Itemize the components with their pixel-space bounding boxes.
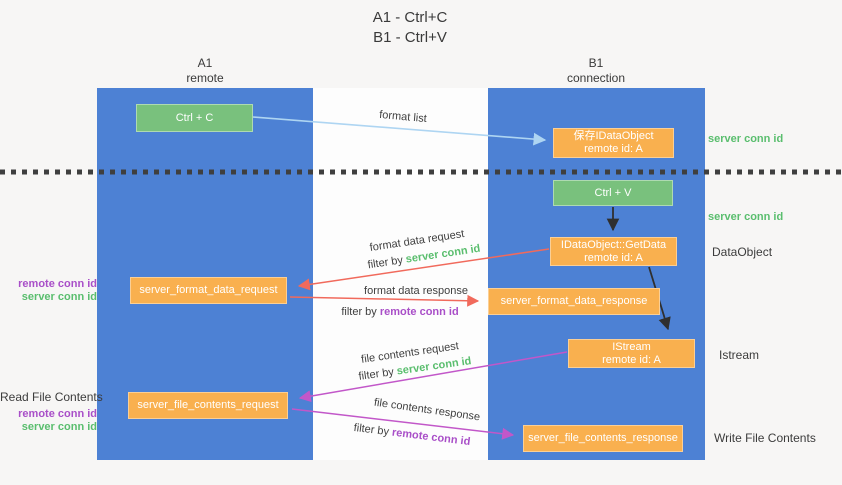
- column-header-a1: A1 remote: [145, 56, 265, 86]
- server-conn-id-note-2: server conn id: [708, 211, 784, 223]
- file-contents-request-arrow: [298, 351, 568, 403]
- istream-line2: remote id: A: [602, 353, 661, 366]
- server-format-data-request-label: server_format_data_request: [139, 284, 278, 296]
- dataobject-note: DataObject: [712, 245, 773, 259]
- server-conn-id-note-left-1: server conn id: [21, 290, 97, 303]
- diagram-title: A1 - Ctrl+C B1 - Ctrl+V: [300, 8, 520, 48]
- filter-by-remote-conn-id-label-1: filter by remote conn id: [341, 306, 458, 318]
- server-format-data-response-box: server_format_data_response: [488, 288, 660, 315]
- save-dataobject-box: 保存IDataObject remote id: A: [553, 128, 674, 158]
- getdata-line2: remote id: A: [584, 251, 643, 264]
- file-contents-response-arrow: [291, 408, 515, 440]
- b1-subtitle: connection: [566, 71, 626, 85]
- ctrl-c-label: Ctrl + C: [175, 111, 214, 124]
- server-format-data-request-box: server_format_data_request: [130, 277, 287, 304]
- remote-conn-id-note-2: remote conn id: [18, 408, 97, 420]
- remote-conn-id-keyword: remote conn id: [379, 306, 459, 318]
- a1-name: A1: [197, 56, 213, 70]
- getdata-line1: IDataObject::GetData: [560, 238, 667, 251]
- format-data-request-arrow: [297, 248, 550, 291]
- write-file-contents-note: Write File Contents: [714, 431, 816, 445]
- remote-conn-id-note-1: remote conn id: [18, 278, 97, 290]
- conn-id-notes-left-2: remote conn id server conn id: [0, 408, 97, 433]
- middle-band: [313, 88, 488, 460]
- istream-line1: IStream: [612, 340, 651, 353]
- format-data-response-arrow: [289, 294, 480, 307]
- format-data-response-label: format data response: [364, 285, 468, 297]
- istream-note: Istream: [719, 348, 760, 362]
- ctrl-v-label: Ctrl + V: [594, 186, 632, 199]
- server-conn-id-note-left-2: server conn id: [21, 420, 97, 433]
- server-format-data-response-label: server_format_data_response: [500, 295, 648, 307]
- istream-box: IStream remote id: A: [568, 339, 695, 368]
- format-list-arrow: [252, 116, 547, 146]
- conn-id-notes-left-1: remote conn id server conn id: [0, 278, 97, 303]
- getdata-box: IDataObject::GetData remote id: A: [550, 237, 677, 266]
- server-conn-id-note-1: server conn id: [708, 133, 784, 145]
- read-file-contents-note: Read File Contents: [0, 390, 103, 404]
- title-line-ctrl-v: B1 - Ctrl+V: [373, 29, 447, 46]
- save-dataobject-line2: remote id: A: [584, 143, 643, 155]
- read-file-contents-text: Read File Contents: [0, 390, 103, 404]
- title-line-ctrl-c: A1 - Ctrl+C: [372, 9, 448, 26]
- filter-prefix: filter by: [341, 306, 380, 318]
- server-file-contents-request-box: server_file_contents_request: [128, 392, 288, 419]
- a1-subtitle: remote: [186, 71, 224, 85]
- ctrl-v-box: Ctrl + V: [553, 180, 673, 206]
- ctrl-c-box: Ctrl + C: [136, 104, 253, 132]
- b1-name: B1: [588, 56, 604, 70]
- server-file-contents-response-box: server_file_contents_response: [523, 425, 683, 452]
- column-header-b1: B1 connection: [536, 56, 656, 86]
- server-file-contents-response-label: server_file_contents_response: [528, 432, 678, 444]
- save-dataobject-line1: 保存IDataObject: [573, 130, 654, 142]
- server-file-contents-request-label: server_file_contents_request: [137, 399, 279, 411]
